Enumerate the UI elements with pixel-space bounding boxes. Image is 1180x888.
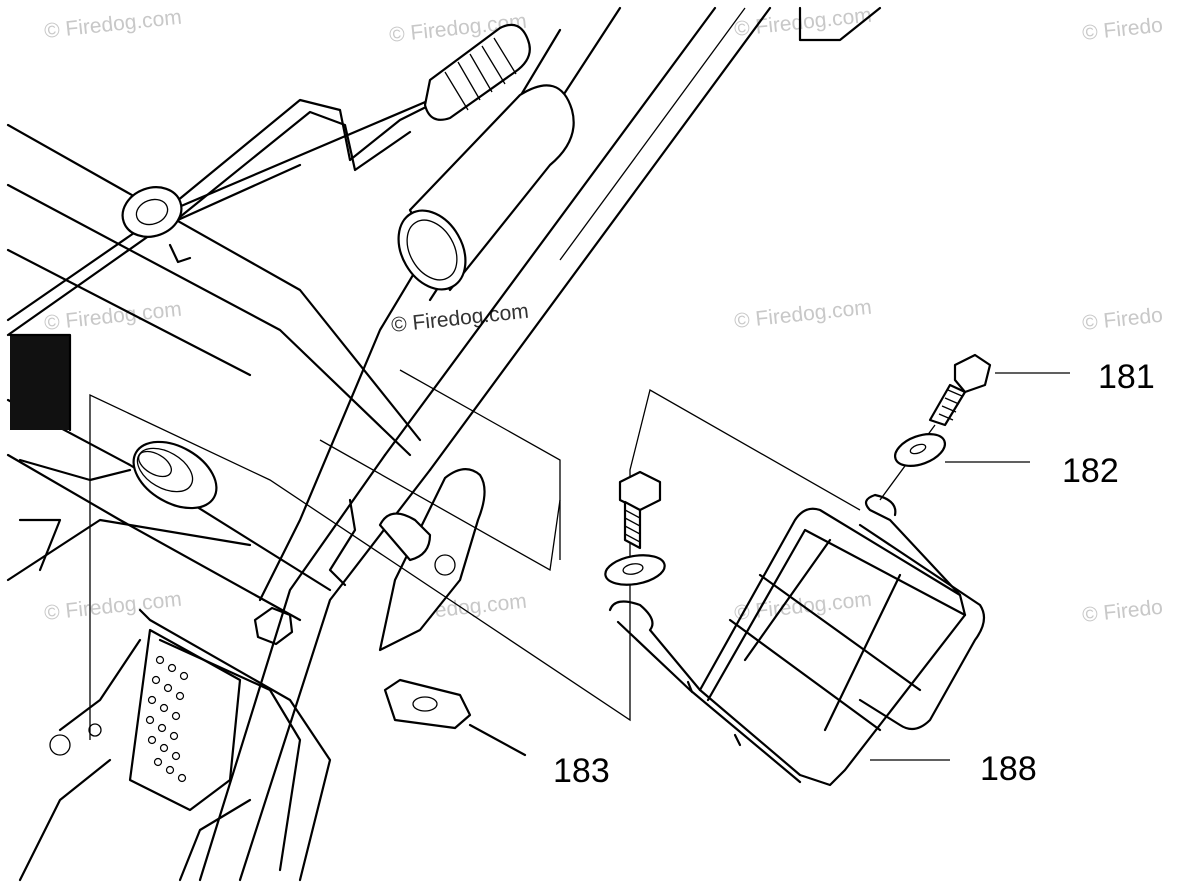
watermark-clipped: © Firedo <box>1081 304 1164 335</box>
watermark: © Firedog.com <box>390 300 530 337</box>
leader-183 <box>468 723 527 757</box>
part-188-wire-frame <box>608 493 986 787</box>
watermark: © Firedog.com <box>43 588 183 625</box>
deck-hole <box>88 723 102 737</box>
explode-lines <box>89 369 861 740</box>
watermark: © Firedog.com <box>733 4 873 41</box>
mower-deck <box>6 123 422 882</box>
part-182-washer <box>894 433 946 467</box>
callout-183: 183 <box>553 752 610 790</box>
deck-screw <box>49 734 71 756</box>
rod-grip <box>423 23 531 121</box>
part-181-bolt <box>879 353 992 501</box>
dark-panel <box>10 335 70 430</box>
cable-sleeve <box>397 84 575 292</box>
handle-bracket <box>378 468 486 652</box>
bolt-left <box>604 470 666 586</box>
control-rod <box>6 6 622 602</box>
watermark: © Firedog.com <box>43 6 183 43</box>
callout-182: 182 <box>1062 452 1119 490</box>
rod-collar <box>121 186 192 264</box>
watermark-layer: © Firedog.com © Firedog.com © Firedog.co… <box>43 4 1164 627</box>
part-183-clip <box>383 678 472 730</box>
vent-grille <box>128 628 242 812</box>
watermark: © Firedog.com <box>733 296 873 333</box>
callout-188: 188 <box>980 750 1037 788</box>
watermark-clipped: © Firedo <box>1081 596 1164 627</box>
wheel-hub <box>132 440 218 510</box>
watermark-clipped: © Firedo <box>1081 14 1164 45</box>
callout-181: 181 <box>1098 358 1155 396</box>
deck-nut <box>253 606 294 646</box>
